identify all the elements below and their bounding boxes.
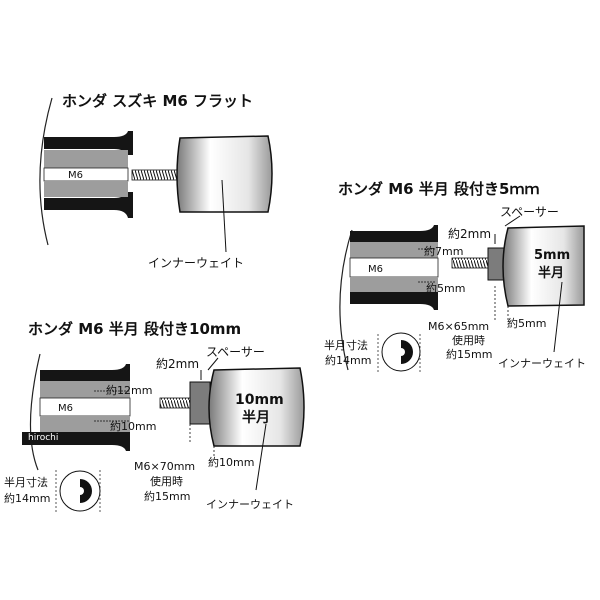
dim-10mm-weight: 約10mm — [208, 455, 254, 469]
weight-size: 10mm — [235, 392, 284, 408]
dim-14mm: 約14mm — [325, 353, 371, 367]
threaded-bolt — [131, 169, 179, 181]
handlebar-section2 — [349, 225, 439, 310]
section2-title: ホンダ M6 半月 段付き5ｍｍ — [338, 180, 539, 198]
dim-14mm: 約14mm — [4, 491, 50, 505]
half-moon-dim-label: 半月寸法 — [4, 475, 48, 489]
dim-2mm: 約2mm — [156, 356, 199, 371]
spacer-label: スペーサー — [500, 205, 559, 219]
leader-line — [221, 179, 227, 253]
inner-weight-5mm — [502, 225, 585, 307]
dim-5mm-step: 約5mm — [426, 281, 465, 295]
weight-type: 半月 — [242, 409, 270, 426]
half-moon-cross-section — [377, 332, 421, 372]
inner-weight-label: インナーウェイト — [206, 498, 294, 511]
section-flat: ホンダ スズキ M6 フラット M6 インナーウェイト — [39, 92, 273, 270]
half-moon-cross-section — [55, 470, 101, 512]
section1-title: ホンダ スズキ M6 フラット — [62, 92, 253, 110]
dim-2mm: 約2mm — [448, 226, 491, 241]
dim-15mm: 約15mm — [144, 489, 190, 503]
m6-label: M6 — [368, 264, 383, 275]
handlebar-cut-line — [39, 97, 53, 246]
usage-label: 使用時 — [150, 475, 183, 488]
handlebar-cut-line — [339, 229, 353, 371]
inner-weight-10mm — [208, 367, 305, 447]
inner-weight-flat — [176, 135, 273, 213]
section3-title: ホンダ M6 半月 段付き10mm — [28, 320, 241, 338]
inner-weight-label: インナーウェイト — [498, 357, 586, 370]
bolt-spec: M6×70mm — [134, 460, 195, 473]
section-step5: ホンダ M6 半月 段付き5ｍｍ M6 約7mm 約5mm 約2mm スペーサー… — [324, 180, 586, 372]
weight-type: 半月 — [538, 265, 564, 281]
inner-weight-label: インナーウェイト — [148, 256, 244, 270]
m6-label: M6 — [68, 170, 83, 181]
handlebar-cut-line — [29, 353, 41, 471]
dim-5mm-weight: 約5mm — [507, 316, 546, 330]
usage-label: 使用時 — [452, 334, 485, 347]
handlebar-section3 — [22, 364, 131, 451]
dim-7mm: 約7mm — [424, 244, 463, 258]
handlebar-section1 — [43, 131, 133, 218]
bolt-spec: M6×65mm — [428, 320, 489, 333]
m6-label: M6 — [58, 403, 73, 414]
half-moon-dim-label: 半月寸法 — [324, 338, 368, 352]
threaded-bolt — [451, 257, 491, 269]
weight-size: 5mm — [534, 248, 570, 263]
dim-15mm: 約15mm — [446, 347, 492, 361]
spacer — [189, 381, 211, 425]
spacer — [487, 247, 505, 281]
section-step10: ホンダ M6 半月 段付き10mm M6 hirochi 約12mm 約10mm… — [4, 320, 305, 512]
watermark: hirochi — [28, 433, 58, 443]
dim-10mm-step: 約10mm — [110, 419, 156, 433]
dim-12mm: 約12mm — [106, 383, 152, 397]
spacer-label: スペーサー — [206, 345, 265, 359]
